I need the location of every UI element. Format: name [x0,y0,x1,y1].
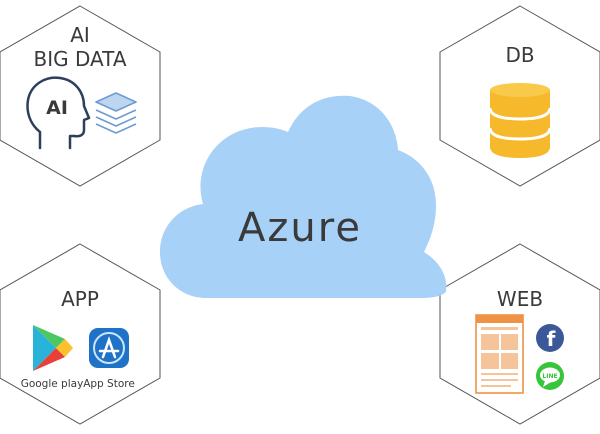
facebook-icon: f [536,324,564,352]
layers-icon [95,92,137,134]
database-icon [488,83,552,158]
ai-icon-text: AI [46,97,68,119]
ai-title-line1: AI [70,23,90,47]
head-ai-icon [26,76,91,150]
google-play-label: Google play [21,378,84,390]
app-title: APP [61,287,99,311]
google-play-icon [33,325,73,371]
app-store-label: App Store [83,378,135,390]
line-icon-text: LINE [542,373,557,380]
db-title: DB [505,43,534,67]
app-store-icon [89,328,129,368]
cloud-icon [160,95,447,298]
center-label: Azure [238,205,362,251]
webpage-icon [475,314,524,394]
hexagon-app [0,243,161,425]
ai-title-line2: BIG DATA [34,47,127,71]
facebook-icon-text: f [547,327,556,351]
line-icon: LINE [536,362,564,390]
web-title: WEB [497,287,543,311]
